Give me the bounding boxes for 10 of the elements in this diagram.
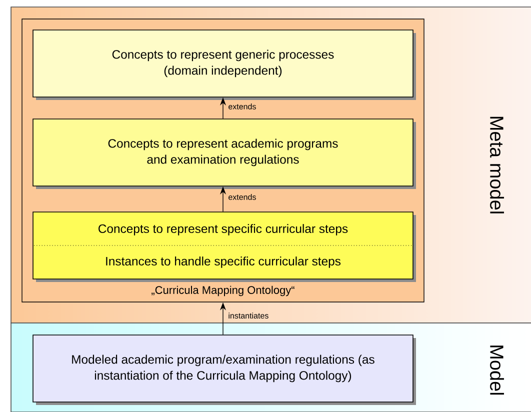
edge-label: extends bbox=[228, 104, 256, 110]
concept-box: Concepts to represent academic programs and examination regulations bbox=[32, 118, 416, 189]
edge-label: instantiates bbox=[228, 312, 268, 319]
edge-label: extends bbox=[228, 194, 256, 200]
concept-box: Concepts to represent generic processes (domain independent) bbox=[32, 30, 416, 100]
concept-box: Modeled academic program/examination regulations (as instantiation of the Curricula Mapping Ontology) bbox=[32, 334, 416, 405]
band-label: Model bbox=[490, 346, 504, 395]
package-label: „Curricula Mapping Ontology“ bbox=[152, 286, 294, 296]
concept-box: Concepts to represent specific curricular steps Instances to handle specific curricular steps bbox=[32, 212, 416, 282]
band-label: Meta model bbox=[490, 116, 504, 214]
